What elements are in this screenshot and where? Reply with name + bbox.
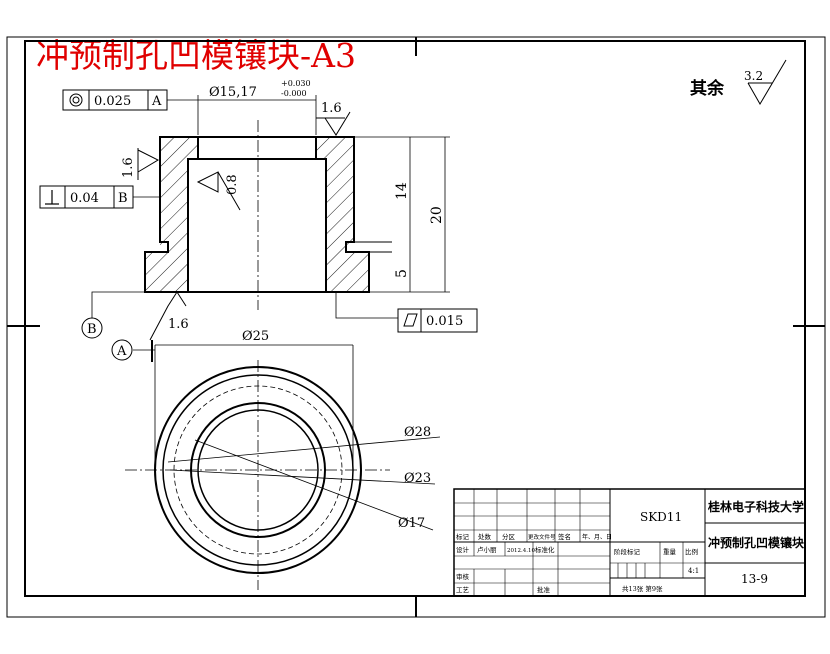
- tb-designer: 卢小丽: [477, 545, 497, 554]
- perpendicularity-frame: [39, 185, 160, 209]
- datum-b-circle: [81, 317, 103, 339]
- d25-text: Ø25: [242, 329, 269, 344]
- datum-a-label: A: [116, 344, 127, 359]
- rest-roughness-label: 其余: [690, 78, 725, 99]
- roughness-bore-value: 0.8: [225, 174, 240, 195]
- roughness-bottom-value: 1.6: [168, 317, 189, 332]
- rest-roughness-value: 3.2: [744, 69, 763, 83]
- datum-a-circle: [111, 339, 133, 361]
- perpendicularity-value: 0.04: [70, 191, 99, 206]
- bore-upper-dev: +0.030: [281, 79, 311, 88]
- tb-design-label: 设计: [456, 545, 470, 554]
- tb-col-sign: 签名: [558, 532, 571, 541]
- flatness-icon: [403, 313, 418, 327]
- concentricity-icon: [69, 93, 83, 107]
- concentricity-frame: [62, 89, 198, 111]
- flatness-leader: [335, 292, 398, 319]
- d28-text: Ø28: [404, 425, 431, 440]
- rest-roughness-symbol: [747, 59, 787, 105]
- tb-approve: 批准: [537, 585, 551, 594]
- tb-part-name: 冲预制孔凹模镶块: [708, 535, 805, 550]
- perpendicularity-datum: B: [118, 191, 128, 206]
- flatness-frame: [397, 308, 478, 333]
- concentricity-datum: A: [151, 94, 162, 109]
- roughness-left-value: 1.6: [121, 157, 136, 178]
- tb-review: 审核: [456, 572, 470, 581]
- tb-col-mark: 标记: [456, 532, 470, 541]
- roughness-top-symbol: [316, 111, 351, 136]
- drawing-title: 冲预制孔凹模镶块-A3: [36, 36, 356, 75]
- tb-col-count: 处数: [478, 532, 492, 541]
- tb-drawing-no: 13-9: [741, 572, 768, 586]
- plan-view: [125, 360, 441, 590]
- tb-material: SKD11: [640, 510, 682, 524]
- roughness-left-symbol: [137, 148, 160, 180]
- tb-weight: 重量: [663, 548, 677, 556]
- roughness-top-value: 1.6: [321, 101, 342, 116]
- tb-col-change-doc: 更改文件号: [528, 533, 556, 541]
- datum-b-label: B: [87, 322, 97, 337]
- bore-dim-text: Ø15,17: [209, 85, 257, 100]
- flatness-value: 0.015: [426, 314, 463, 329]
- section-view: [144, 120, 392, 310]
- height-total-text: 20: [429, 206, 445, 224]
- title-block: [453, 488, 806, 597]
- tb-date: 2012.4.10: [507, 548, 535, 554]
- datum-b-leader: [91, 291, 145, 318]
- tb-scale: 4:1: [688, 567, 699, 575]
- tb-col-zone: 分区: [502, 532, 516, 541]
- tb-school: 桂林电子科技大学: [707, 499, 804, 514]
- tb-scale-label: 比例: [685, 547, 698, 556]
- height-upper-text: 14: [394, 182, 410, 200]
- concentricity-value: 0.025: [94, 94, 131, 109]
- roughness-bottom-symbol: [149, 291, 187, 341]
- tb-stage-mark: 阶段标记: [614, 547, 641, 556]
- tb-col-date: 年、月、日: [582, 533, 612, 541]
- d23-text: Ø23: [404, 471, 431, 486]
- height-lower-text: 5: [394, 269, 410, 278]
- tb-standardize: 标准化: [535, 545, 555, 554]
- d17-text: Ø17: [398, 516, 425, 531]
- bore-lower-dev: -0.000: [281, 89, 307, 98]
- roughness-bore-symbol: [196, 171, 241, 211]
- tb-sheets: 共13张 第9张: [622, 584, 663, 593]
- tb-process: 工艺: [456, 586, 470, 594]
